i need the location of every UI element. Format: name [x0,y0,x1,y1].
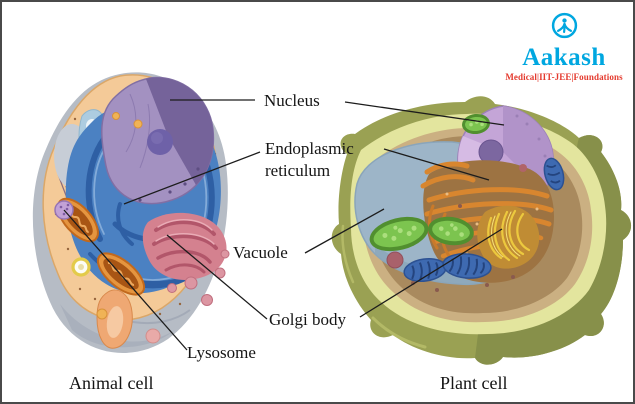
label-lysosome: Lysosome [187,343,256,362]
animal-nucleus [101,76,215,205]
plant-golgi-body [477,205,540,269]
plant-cell-illustration [331,96,632,365]
peroxisome [71,257,91,277]
person-in-circle-icon [551,12,577,39]
animal-lysosome [54,200,74,220]
plant-mitochondrion [543,157,565,191]
brand-name: Aakash [522,44,606,71]
label-vacuole: Vacuole [233,243,288,262]
aakash-logo: Aakash Medical|IIT-JEE|Foundations [500,12,628,82]
caption-plant-cell: Plant cell [440,373,508,393]
label-golgi-body: Golgi body [269,310,346,329]
animal-cell-illustration [32,72,230,353]
label-endoplasmic-reticulum: Endoplasmic reticulum [265,139,354,180]
label-nucleus: Nucleus [264,91,320,110]
brand-tagline: Medical|IIT-JEE|Foundations [505,72,623,82]
caption-animal-cell: Animal cell [69,373,154,393]
